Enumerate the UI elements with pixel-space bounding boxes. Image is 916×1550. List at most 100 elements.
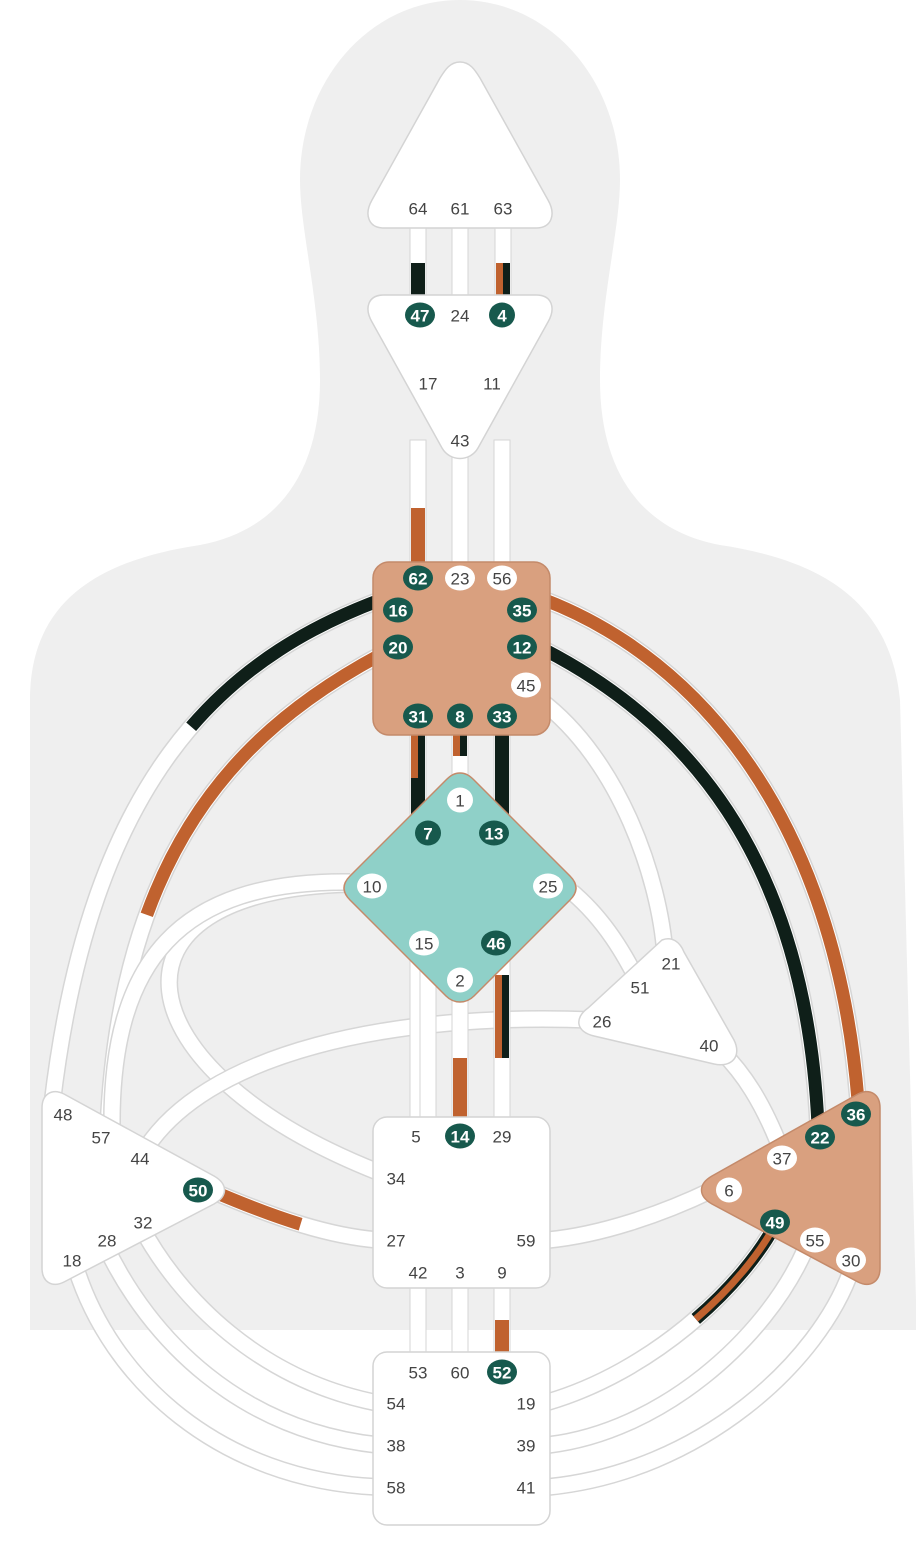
gate-61[interactable]: 61	[445, 195, 475, 221]
gate-27[interactable]: 27	[381, 1227, 411, 1253]
gate-41[interactable]: 41	[511, 1474, 541, 1500]
head-center[interactable]	[367, 61, 553, 229]
gate-52[interactable]: 52	[487, 1359, 517, 1385]
root-center[interactable]	[372, 1351, 551, 1526]
gate-circle	[403, 1259, 433, 1285]
g-center[interactable]	[343, 772, 577, 1003]
gate-label: 25	[539, 878, 558, 897]
throat-center[interactable]	[372, 561, 551, 736]
gate-10[interactable]: 10	[357, 873, 387, 899]
gate-29[interactable]: 29	[487, 1123, 517, 1149]
gate-circle	[511, 1474, 541, 1500]
gate-label: 55	[806, 1232, 825, 1251]
gate-34[interactable]: 34	[381, 1165, 411, 1191]
gate-48[interactable]: 48	[48, 1101, 78, 1127]
gate-37[interactable]: 37	[767, 1145, 797, 1171]
gate-label: 51	[631, 979, 650, 998]
gate-60[interactable]: 60	[445, 1359, 475, 1385]
ajna-center[interactable]	[367, 294, 553, 460]
gate-62[interactable]: 62	[403, 565, 433, 591]
gate-circle	[511, 1390, 541, 1416]
gate-circle	[403, 1123, 429, 1149]
gate-44[interactable]: 44	[125, 1145, 155, 1171]
gate-15[interactable]: 15	[409, 930, 439, 956]
gate-58[interactable]: 58	[381, 1474, 411, 1500]
gate-label: 50	[189, 1182, 208, 1201]
gate-circle	[477, 370, 507, 396]
gate-13[interactable]: 13	[479, 820, 509, 846]
gate-18[interactable]: 18	[57, 1247, 87, 1273]
solar-plexus-center[interactable]	[700, 1090, 881, 1286]
gate-47[interactable]: 47	[405, 302, 435, 328]
gate-6[interactable]: 6	[716, 1177, 742, 1203]
gate-12[interactable]: 12	[507, 634, 537, 660]
gate-22[interactable]: 22	[805, 1124, 835, 1150]
gate-17[interactable]: 17	[413, 370, 443, 396]
heart-center[interactable]	[578, 938, 738, 1066]
gate-56[interactable]: 56	[487, 565, 517, 591]
gate-circle	[183, 1177, 213, 1203]
gate-31[interactable]: 31	[403, 703, 433, 729]
gate-5[interactable]: 5	[403, 1123, 429, 1149]
gate-42[interactable]: 42	[403, 1259, 433, 1285]
gate-label: 63	[494, 200, 513, 219]
gate-36[interactable]: 36	[841, 1101, 871, 1127]
channel-61-24	[451, 227, 469, 299]
gate-40[interactable]: 40	[694, 1032, 724, 1058]
gate-38[interactable]: 38	[381, 1432, 411, 1458]
gate-circle	[445, 1123, 475, 1149]
gate-circle	[489, 1259, 515, 1285]
gate-8[interactable]: 8	[447, 703, 473, 729]
gate-32[interactable]: 32	[128, 1209, 158, 1235]
gate-19[interactable]: 19	[511, 1390, 541, 1416]
gate-50[interactable]: 50	[183, 1177, 213, 1203]
gate-35[interactable]: 35	[507, 597, 537, 623]
gate-20[interactable]: 20	[383, 634, 413, 660]
gate-circle	[409, 930, 439, 956]
gate-circle	[836, 1247, 866, 1273]
channel-45-21	[534, 692, 674, 956]
gate-30[interactable]: 30	[836, 1247, 866, 1273]
gate-51[interactable]: 51	[625, 974, 655, 1000]
gate-16[interactable]: 16	[383, 597, 413, 623]
gate-7[interactable]: 7	[415, 820, 441, 846]
gate-4[interactable]: 4	[489, 302, 515, 328]
gate-label: 59	[517, 1232, 536, 1251]
gate-54[interactable]: 54	[381, 1390, 411, 1416]
gate-label: 34	[387, 1170, 406, 1189]
gate-28[interactable]: 28	[92, 1227, 122, 1253]
gate-circle	[445, 427, 475, 453]
gate-23[interactable]: 23	[445, 565, 475, 591]
gate-26[interactable]: 26	[587, 1008, 617, 1034]
gate-25[interactable]: 25	[533, 873, 563, 899]
gate-11[interactable]: 11	[477, 370, 507, 396]
gate-39[interactable]: 39	[511, 1432, 541, 1458]
gate-46[interactable]: 46	[481, 930, 511, 956]
gate-3[interactable]: 3	[447, 1259, 473, 1285]
gate-55[interactable]: 55	[800, 1227, 830, 1253]
gate-57[interactable]: 57	[86, 1124, 116, 1150]
gate-21[interactable]: 21	[656, 950, 686, 976]
gate-49[interactable]: 49	[760, 1209, 790, 1235]
gate-circle	[481, 930, 511, 956]
gate-63[interactable]: 63	[488, 195, 518, 221]
gate-33[interactable]: 33	[487, 703, 517, 729]
gate-circle	[487, 565, 517, 591]
gate-circle	[487, 703, 517, 729]
gate-59[interactable]: 59	[511, 1227, 541, 1253]
gate-label: 27	[387, 1232, 406, 1251]
gate-64[interactable]: 64	[403, 195, 433, 221]
gate-label: 22	[811, 1129, 830, 1148]
gate-43[interactable]: 43	[445, 427, 475, 453]
gate-2[interactable]: 2	[447, 967, 473, 993]
gate-53[interactable]: 53	[403, 1359, 433, 1385]
gate-circle	[805, 1124, 835, 1150]
gate-14[interactable]: 14	[445, 1123, 475, 1149]
sacral-center[interactable]	[372, 1116, 551, 1289]
gate-45[interactable]: 45	[511, 672, 541, 698]
gate-circle	[507, 597, 537, 623]
gate-24[interactable]: 24	[445, 302, 475, 328]
gate-9[interactable]: 9	[489, 1259, 515, 1285]
gate-1[interactable]: 1	[447, 787, 473, 813]
